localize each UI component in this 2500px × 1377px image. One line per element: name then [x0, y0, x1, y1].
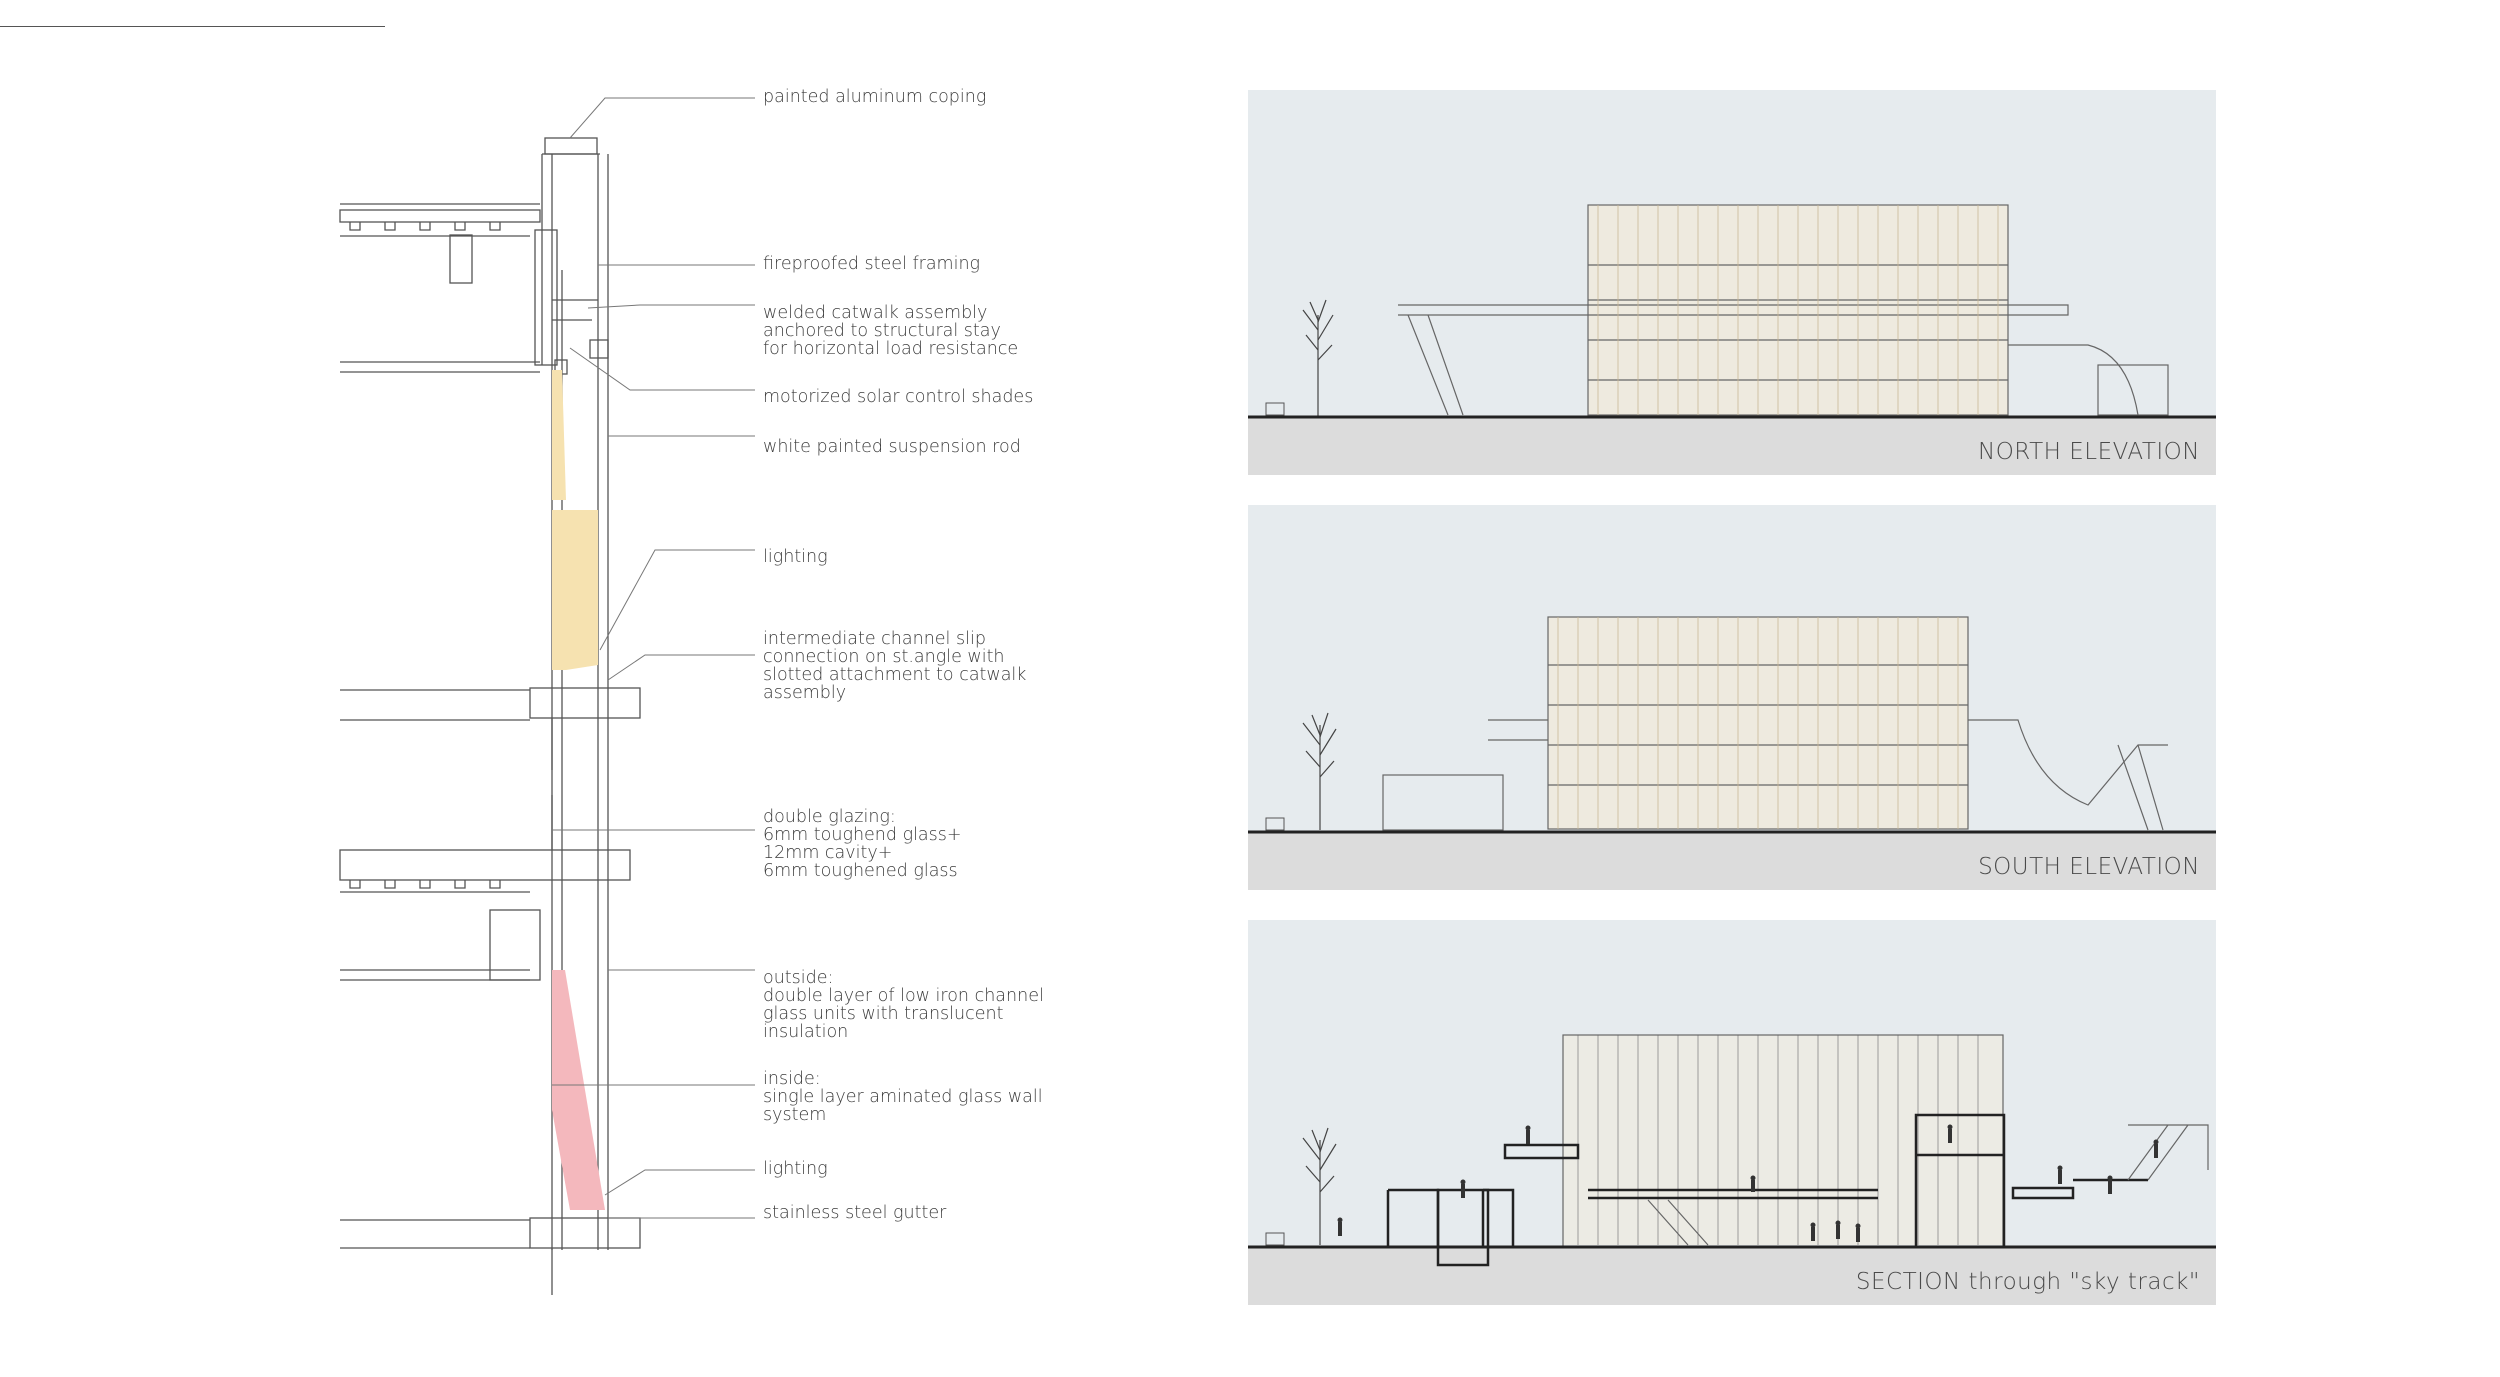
north-elevation-drawing	[1248, 204, 2216, 419]
panel-section-sky-track: SECTION through "sky track"	[1248, 920, 2216, 1305]
callout-lighting-lower: lighting	[763, 1159, 828, 1179]
panel-south-elevation: SOUTH ELEVATION	[1248, 505, 2216, 890]
car-icon	[1265, 1232, 1285, 1246]
light-cone	[552, 970, 605, 1210]
callout-rod: white painted suspension rod	[763, 437, 1021, 457]
panel-caption-south: SOUTH ELEVATION	[1978, 854, 2200, 880]
callout-lighting-upper: lighting	[763, 547, 828, 567]
ground-band	[1248, 1247, 2216, 1305]
wall-section-detail	[330, 70, 1030, 1320]
callout-catwalk: welded catwalk assembly anchored to stru…	[763, 303, 1019, 359]
people-figures	[1337, 1124, 2159, 1242]
callout-outside: outside: double layer of low iron channe…	[763, 968, 1044, 1042]
panel-caption-north: NORTH ELEVATION	[1977, 439, 2200, 465]
callout-shades: motorized solar control shades	[763, 387, 1034, 407]
section-drawing	[1248, 1034, 2216, 1267]
coping-shape	[544, 137, 598, 155]
callout-inside: inside: single layer aminated glass wall…	[763, 1069, 1043, 1125]
callout-channel-slip: intermediate channel slip connection on …	[763, 629, 1027, 703]
detail-drawing	[339, 97, 755, 1295]
framing-bracket	[449, 234, 473, 284]
ground-band	[1248, 832, 2216, 890]
solar-shade-lower	[552, 510, 598, 670]
callout-gutter: stainless steel gutter	[763, 1203, 947, 1223]
top-rule	[0, 26, 385, 27]
tree-icon	[1302, 299, 1334, 417]
callout-framing: fireproofed steel framing	[763, 254, 981, 274]
panel-caption-section: SECTION through "sky track"	[1855, 1269, 2200, 1295]
tree-icon	[1302, 1127, 1337, 1245]
solar-shade-upper	[552, 370, 566, 500]
tree-icon	[1302, 712, 1337, 830]
south-elevation-drawing	[1248, 616, 2216, 834]
ground-band	[1248, 417, 2216, 475]
car-icon	[1265, 817, 1285, 831]
callout-coping: painted aluminum coping	[763, 87, 987, 107]
car-icon	[1265, 402, 1285, 416]
callout-glazing: double glazing: 6mm toughend glass+ 12mm…	[763, 807, 962, 881]
panel-north-elevation: NORTH ELEVATION	[1248, 90, 2216, 475]
